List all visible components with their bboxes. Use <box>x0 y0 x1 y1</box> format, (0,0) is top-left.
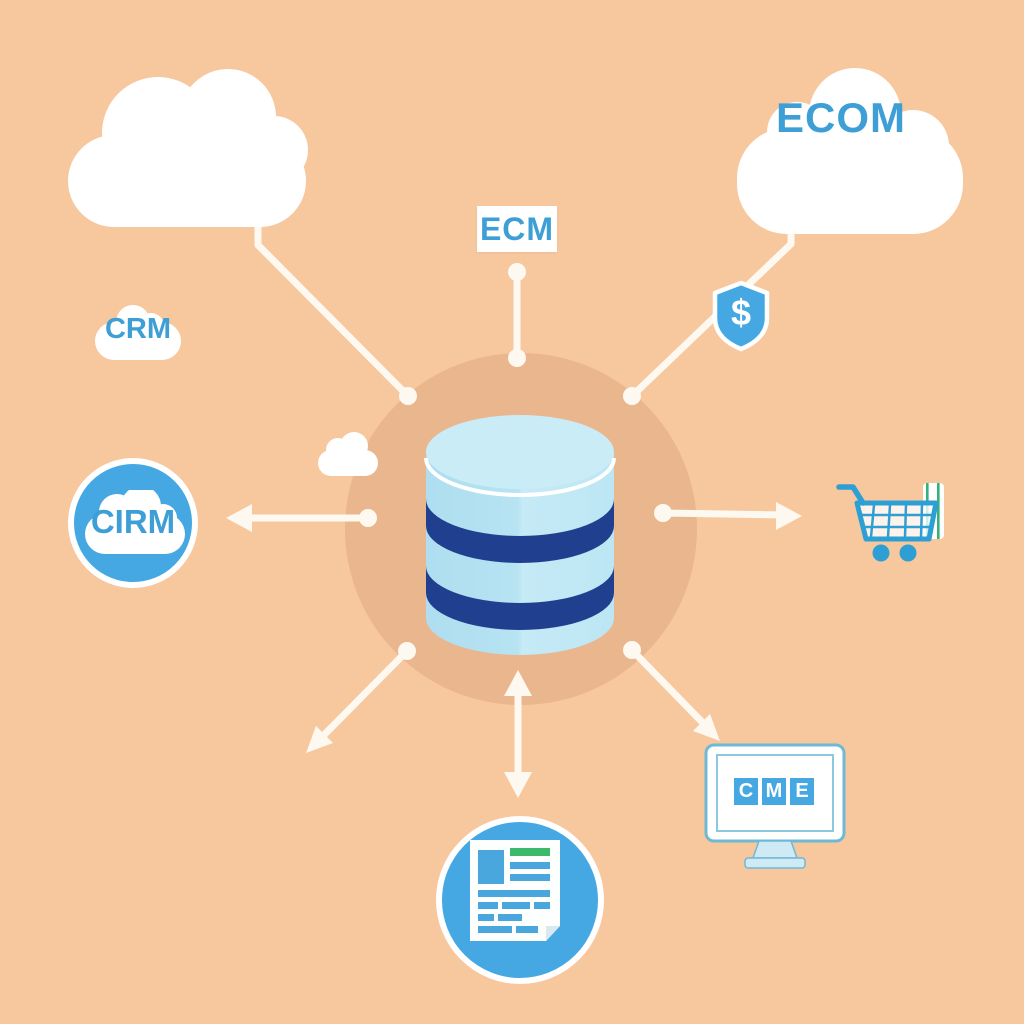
connector-dot <box>508 263 526 281</box>
cirm-label: CIRM <box>90 503 176 540</box>
connector-dot <box>399 387 417 405</box>
database-cylinder-icon <box>424 415 616 655</box>
document-icon <box>470 840 560 941</box>
dollar-shield-icon <box>712 280 770 352</box>
cloud-icon <box>68 69 308 227</box>
cme-tile-c: C <box>734 778 758 805</box>
crm-label: CRM <box>104 313 172 345</box>
ecom-label: ECOM <box>776 94 906 141</box>
monitor-frame <box>704 743 846 869</box>
connector-cloud-top-left <box>254 204 412 400</box>
connector-cart <box>659 509 786 519</box>
arrowhead-bottom-right <box>693 714 720 741</box>
connector-dot <box>359 509 377 527</box>
cme-tile-e: E <box>790 778 814 805</box>
cloud-icon <box>737 68 963 234</box>
connector-bottom-left <box>320 647 411 739</box>
connector-dot <box>623 641 641 659</box>
ecm-card: ECM <box>477 206 557 252</box>
cloud-icon <box>95 305 181 360</box>
shopping-cart-icon <box>836 483 944 562</box>
dollar-sign: $ <box>730 292 752 333</box>
connector-dot <box>508 349 526 367</box>
ecm-label: ECM <box>479 210 555 247</box>
connector-monitor <box>628 646 707 727</box>
arrowhead-down <box>504 772 532 798</box>
connector-dot <box>623 387 641 405</box>
cme-tile-m: M <box>762 778 786 805</box>
arrowhead-bottom-left <box>306 726 333 753</box>
monitor-icon: C M E <box>703 742 848 872</box>
cloud-icon <box>85 490 185 554</box>
arrowhead-left <box>226 504 252 532</box>
connector-dot <box>654 504 672 522</box>
arrowhead-up <box>504 670 532 696</box>
connector-dot <box>398 642 416 660</box>
arrowhead-right <box>776 502 802 530</box>
cloud-icon <box>318 432 378 476</box>
